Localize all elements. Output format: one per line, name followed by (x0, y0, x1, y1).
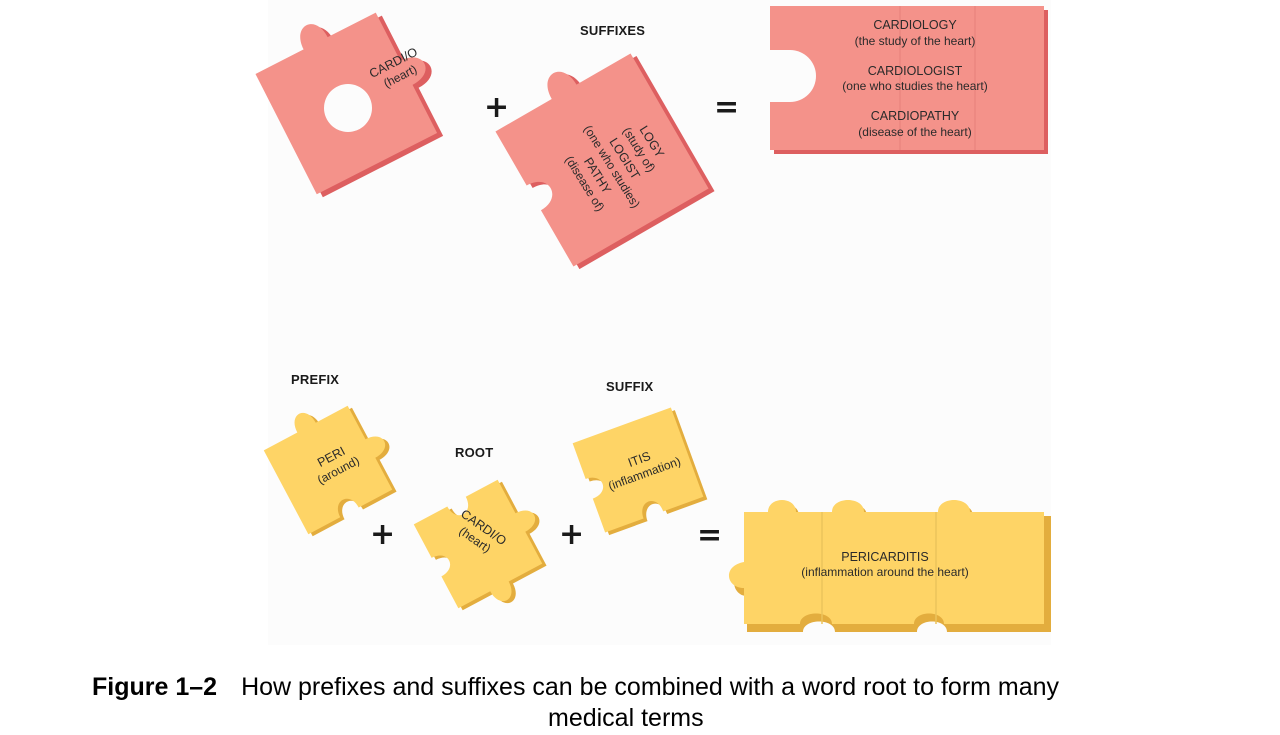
result-text-top: CARDIOLOGY (the study of the heart) CARD… (820, 18, 1010, 140)
root-label: ROOT (455, 445, 494, 460)
equals-sign-bottom: = (697, 518, 723, 553)
result-text-bottom: PERICARDITIS (inflammation around the he… (780, 549, 990, 581)
prefix-label: PREFIX (291, 372, 340, 387)
result-term-pericarditis: PERICARDITIS (841, 550, 929, 564)
prefix-puzzle-piece (263, 405, 397, 537)
result-meaning-cardiopathy: (disease of the heart) (858, 124, 972, 139)
figure-number: Figure 1–2 (92, 673, 218, 701)
equals-sign-top: = (714, 90, 740, 125)
result-term-cardiopathy: CARDIOPATHY (870, 109, 960, 124)
result-meaning-pericarditis: (inflammation around the heart) (801, 565, 969, 580)
figure-caption: Figure 1–2 How prefixes and suffixes can … (92, 671, 1202, 732)
suffix-puzzle-piece-top (495, 53, 715, 270)
suffixes-label: SUFFIXES (580, 23, 646, 38)
caption-line-1: How prefixes and suffixes can be combine… (241, 673, 1060, 701)
plus-sign-top: + (484, 90, 510, 125)
figure-artwork (255, 6, 1051, 632)
result-term-cardiologist: CARDIOLOGIST (867, 63, 963, 78)
plus-sign-bottom-1: + (370, 517, 396, 552)
root-puzzle-piece-bottom (413, 479, 547, 611)
result-block-top (764, 6, 1048, 154)
suffix-label: SUFFIX (606, 379, 654, 394)
suffix-puzzle-piece-bottom (572, 407, 708, 536)
result-term-cardiology: CARDIOLOGY (873, 18, 957, 32)
plus-sign-bottom-2: + (559, 517, 585, 552)
result-block-bottom (728, 500, 1051, 632)
result-meaning-cardiology: (the study of the heart) (854, 33, 976, 48)
result-meaning-cardiologist: (one who studies the heart) (842, 79, 988, 94)
caption-line-2: medical terms (548, 704, 704, 732)
root-piece-notch (324, 84, 372, 132)
